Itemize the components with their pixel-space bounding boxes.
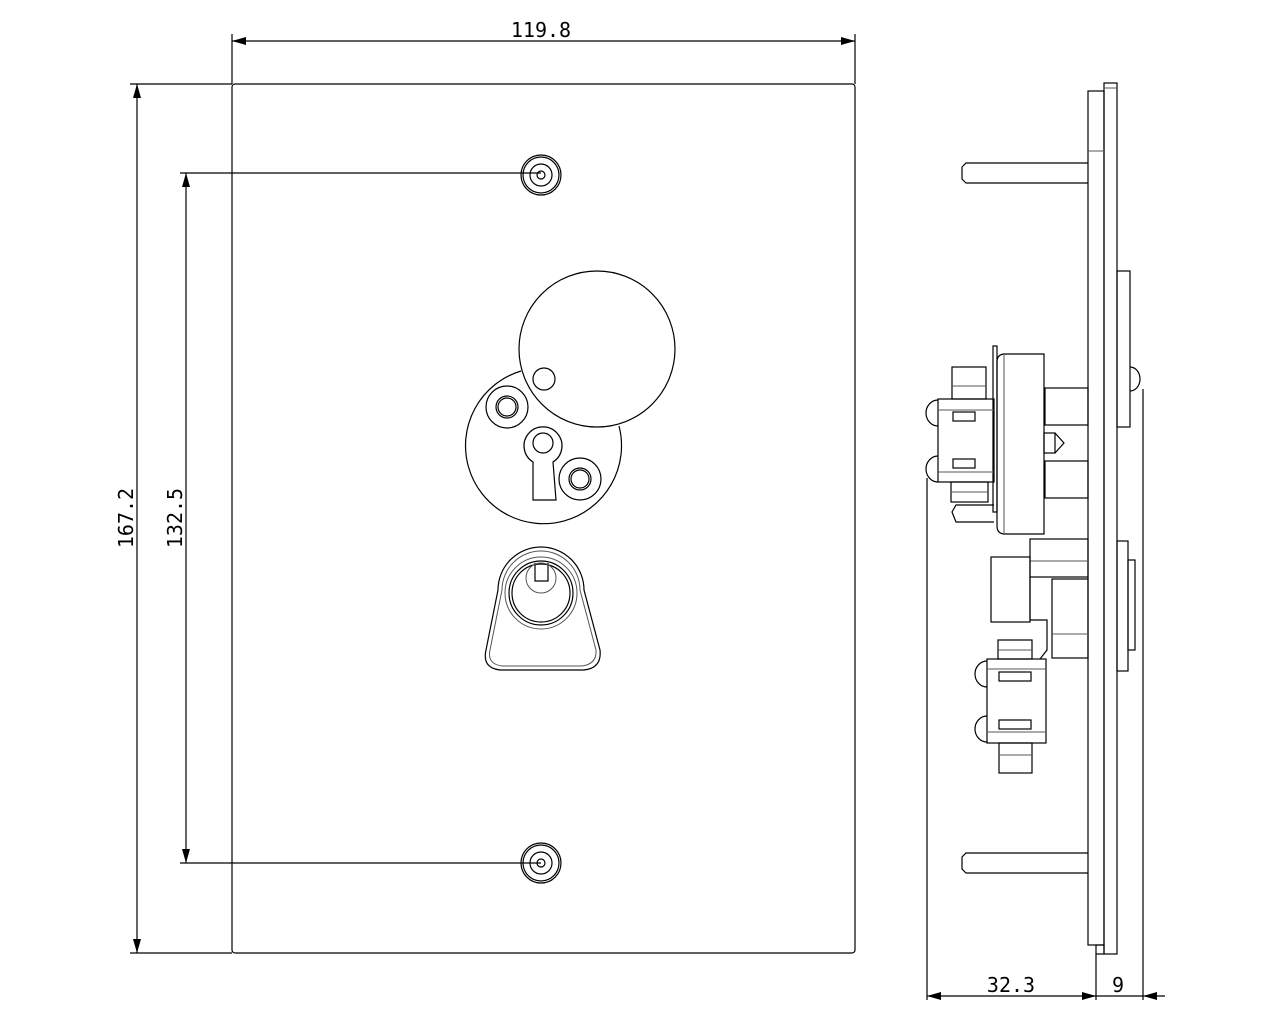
keyhole-escutcheon: [464, 270, 676, 525]
depth-rear-label: 32.3: [987, 973, 1035, 997]
front-view: [231, 83, 856, 954]
height-label: 167.2: [114, 488, 138, 548]
cover-plate-outline: [231, 83, 856, 954]
depth-front-label: 9: [1112, 973, 1124, 997]
width-dimension: 119.8: [231, 18, 856, 84]
keyhole-icon: [523, 426, 563, 501]
side-view: [925, 82, 1144, 1000]
keyhole-cover-disc: [518, 270, 676, 428]
width-label: 119.8: [511, 18, 571, 42]
height-dimension: 167.2: [114, 83, 232, 954]
bottom-screw-icon: [520, 842, 562, 884]
depth-dimension: 32.3 9: [926, 478, 1165, 1000]
cylinder-lock-icon: [484, 546, 601, 671]
screw-spacing-dimension: 132.5: [163, 172, 541, 864]
screw-spacing-label: 132.5: [163, 488, 187, 548]
top-screw-icon: [520, 154, 562, 196]
